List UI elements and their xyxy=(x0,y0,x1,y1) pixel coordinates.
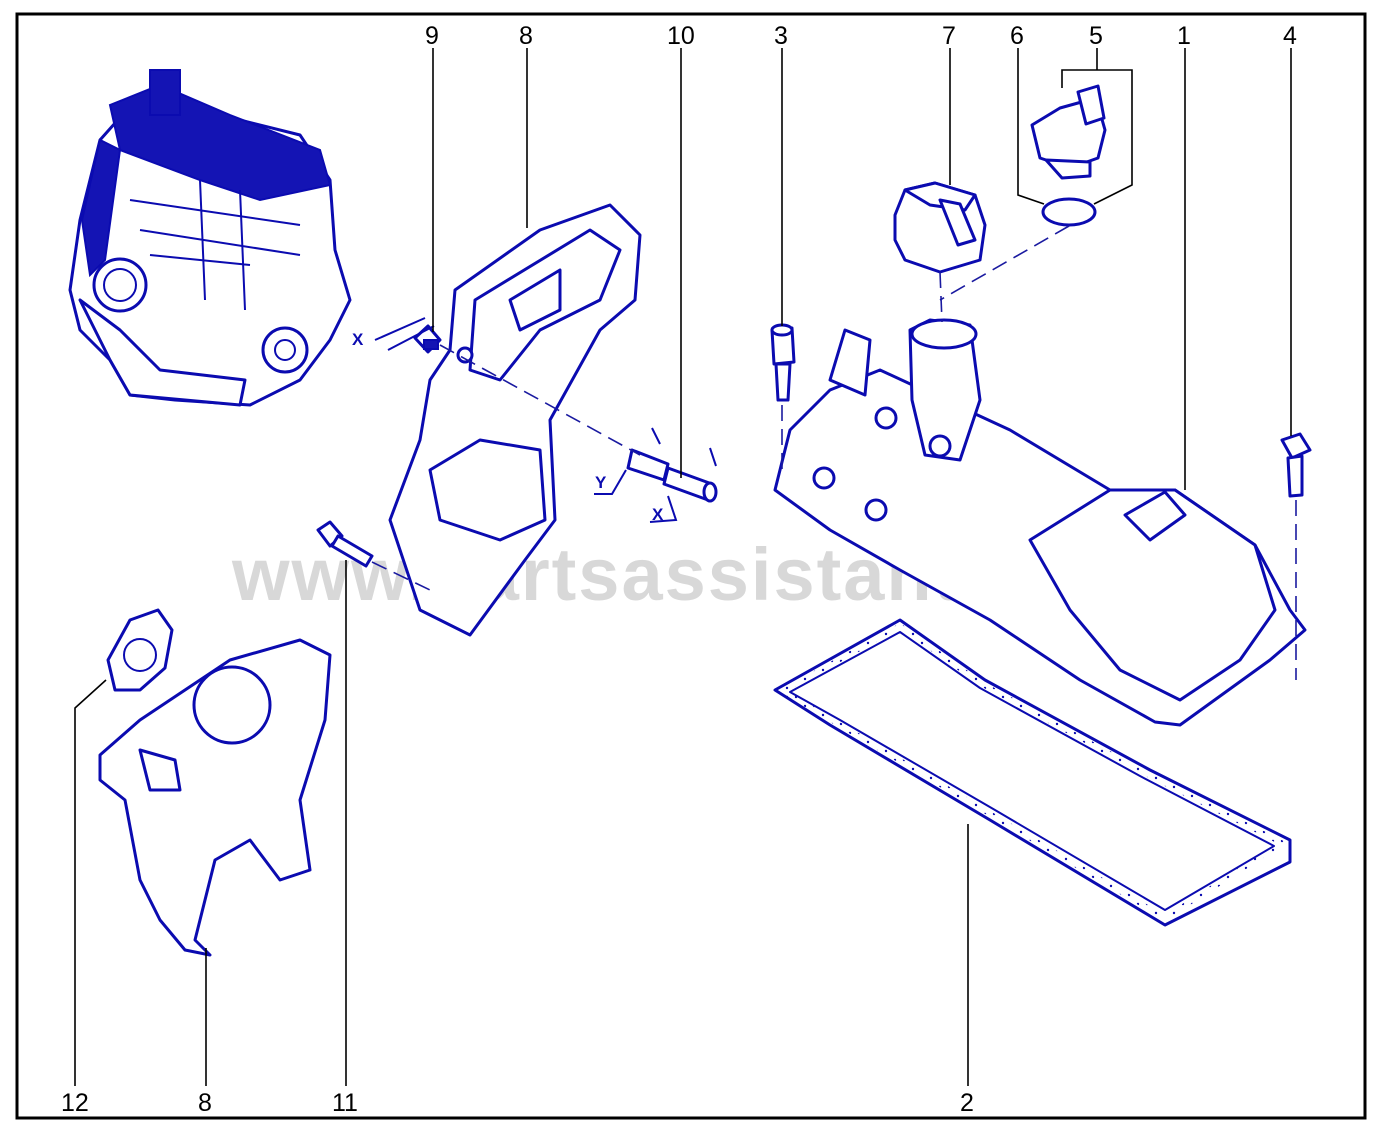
timing-cover-upper xyxy=(388,203,642,637)
callout-10: 10 xyxy=(667,22,695,50)
o-ring-6 xyxy=(1041,197,1097,227)
axis-lines xyxy=(371,225,1297,680)
stud-10 xyxy=(626,448,718,503)
valve-cover-1 xyxy=(773,318,1307,727)
dim-x-left: X xyxy=(352,330,364,349)
bolt-4 xyxy=(1280,432,1312,498)
callout-2: 2 xyxy=(960,1089,974,1117)
callout-3: 3 xyxy=(774,22,788,50)
dim-x-right: X xyxy=(652,505,664,524)
seal-12 xyxy=(106,608,174,692)
leader-lines xyxy=(74,48,1292,1086)
timing-cover-lower xyxy=(98,638,332,957)
stud-3 xyxy=(770,323,796,402)
oil-cap-7 xyxy=(893,181,987,274)
callout-6: 6 xyxy=(1010,22,1024,50)
bolt-11 xyxy=(316,520,374,568)
callout-11: 11 xyxy=(332,1089,358,1117)
callout-9: 9 xyxy=(425,22,439,50)
gasket-2 xyxy=(773,618,1292,927)
filler-cap-5 xyxy=(1030,84,1107,180)
dimension-marks xyxy=(374,317,717,523)
dim-y: Y xyxy=(595,473,607,492)
callout-8-top: 8 xyxy=(519,22,533,50)
callout-8-bottom: 8 xyxy=(198,1089,212,1117)
callout-5: 5 xyxy=(1089,22,1103,50)
callout-12: 12 xyxy=(61,1089,89,1117)
callout-4: 4 xyxy=(1283,22,1297,50)
callout-1: 1 xyxy=(1177,22,1191,50)
callout-7: 7 xyxy=(942,22,956,50)
engine-assembly xyxy=(68,69,352,407)
